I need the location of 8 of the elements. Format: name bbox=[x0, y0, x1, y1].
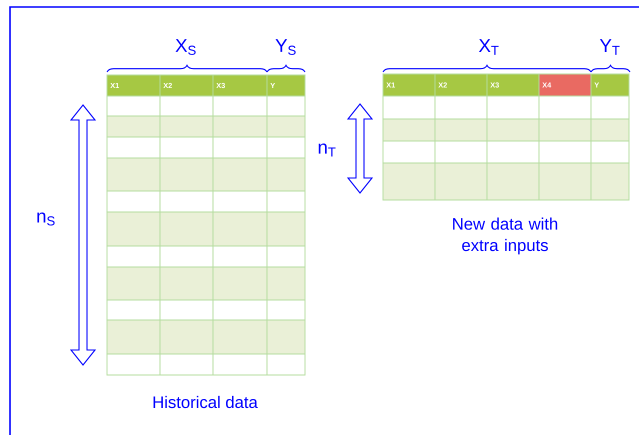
row-count-label: n$_{S}$ bbox=[37, 212, 55, 226]
column-group-label: X$_{T}$ bbox=[478, 39, 499, 55]
row-count-label: n$_{T}$ bbox=[318, 144, 336, 156]
column-group-label: X$_{S}$ bbox=[176, 39, 196, 55]
caption: Historical data bbox=[154, 396, 258, 408]
column-group-label: Y$_{T}$ bbox=[600, 39, 620, 55]
caption: New data with extra inputs bbox=[453, 218, 558, 254]
column-group-label: Y$_{S}$ bbox=[276, 39, 296, 55]
